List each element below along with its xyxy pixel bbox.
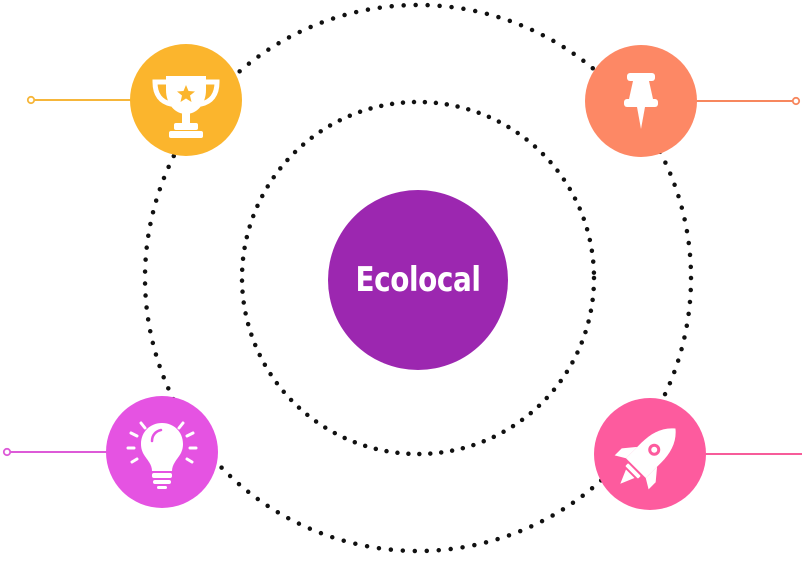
- node-bottom-left: [106, 396, 218, 508]
- node-top-right: [585, 45, 697, 157]
- node-bottom-right: [594, 398, 706, 510]
- inner-orbit: [239, 99, 597, 457]
- connector-top-right: [694, 96, 801, 106]
- lightbulb-icon: [126, 421, 198, 489]
- pushpin-icon: [624, 73, 658, 129]
- center-circle: [328, 190, 508, 370]
- connector-top-left: [26, 95, 132, 105]
- trophy-icon: [152, 76, 220, 138]
- connector-bottom-left: [2, 447, 108, 457]
- node-top-left: [130, 44, 242, 156]
- outer-orbit: [142, 2, 694, 554]
